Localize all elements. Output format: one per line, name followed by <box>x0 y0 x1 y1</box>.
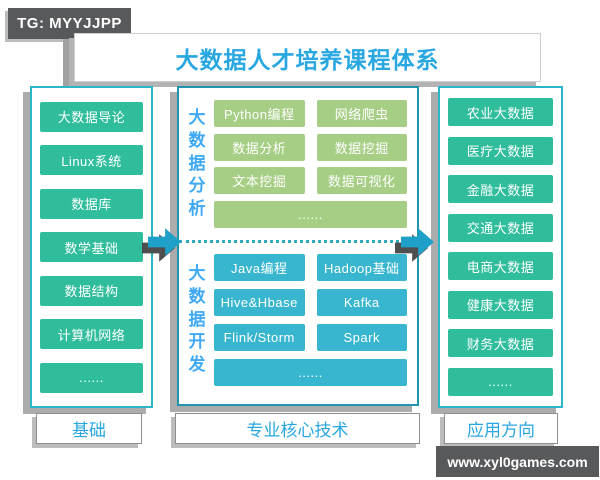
title-bar: 大数据人才培养课程体系 <box>74 33 541 82</box>
column-applications: 农业大数据 医疗大数据 金融大数据 交通大数据 电商大数据 健康大数据 财务大数… <box>438 86 563 408</box>
column-core-tech-label: 专业核心技术 <box>175 413 420 444</box>
page-title: 大数据人才培养课程体系 <box>175 46 440 73</box>
section-vertical-label: 大数据分析 <box>188 107 206 219</box>
tg-badge: TG: MYYJJPP <box>8 8 131 39</box>
course-item: 交通大数据 <box>448 213 553 242</box>
course-item-ellipsis: ...... <box>214 359 407 386</box>
course-item: 数据库 <box>40 188 143 219</box>
course-item: 医疗大数据 <box>448 136 553 165</box>
column-core-tech: 大数据分析 Python编程 网络爬虫 数据分析 数据挖掘 文本挖掘 数据可视化… <box>177 86 419 406</box>
flow-arrow-right-icon <box>395 227 434 262</box>
course-item: 大数据导论 <box>40 101 143 132</box>
column-basics: 大数据导论 Linux系统 数据库 数学基础 数据结构 计算机网络 ...... <box>30 86 153 408</box>
flow-arrow-right-icon <box>142 227 181 262</box>
course-item: 农业大数据 <box>448 98 553 127</box>
course-item: Spark <box>316 324 407 351</box>
course-item: 数据可视化 <box>316 167 407 195</box>
course-item-ellipsis: ...... <box>214 200 407 228</box>
column-basics-label: 基础 <box>36 413 142 444</box>
course-item: 数据分析 <box>214 133 305 161</box>
course-item-ellipsis: ...... <box>448 367 553 396</box>
course-item: 数学基础 <box>40 232 143 262</box>
course-item: 计算机网络 <box>40 319 143 349</box>
course-item: Hive&Hbase <box>214 289 305 316</box>
course-item: 电商大数据 <box>448 252 553 281</box>
course-item: Python编程 <box>214 100 305 128</box>
course-item: Java编程 <box>214 254 305 281</box>
course-item: 网络爬虫 <box>316 100 407 128</box>
course-item: Linux系统 <box>40 145 143 175</box>
course-item: 文本挖掘 <box>214 167 305 195</box>
course-item: Hadoop基础 <box>316 254 407 281</box>
course-item: Kafka <box>316 289 407 316</box>
site-url-badge: www.xyl0games.com <box>436 446 599 477</box>
course-item-ellipsis: ...... <box>40 362 143 393</box>
course-item: 数据挖掘 <box>316 133 407 161</box>
course-item: 健康大数据 <box>448 290 553 319</box>
course-item: 金融大数据 <box>448 175 553 204</box>
course-item: 数据结构 <box>40 275 143 306</box>
course-item: Flink/Storm <box>214 324 305 351</box>
section-big-data-analysis: 大数据分析 Python编程 网络爬虫 数据分析 数据挖掘 文本挖掘 数据可视化… <box>179 88 417 240</box>
course-item: 财务大数据 <box>448 329 553 358</box>
column-applications-label: 应用方向 <box>444 413 558 444</box>
section-vertical-label: 大数据开发 <box>188 263 206 375</box>
dotted-divider <box>179 240 417 243</box>
section-big-data-development: 大数据开发 Java编程 Hadoop基础 Hive&Hbase Kafka F… <box>179 240 417 400</box>
badge-connector-line <box>63 39 71 87</box>
